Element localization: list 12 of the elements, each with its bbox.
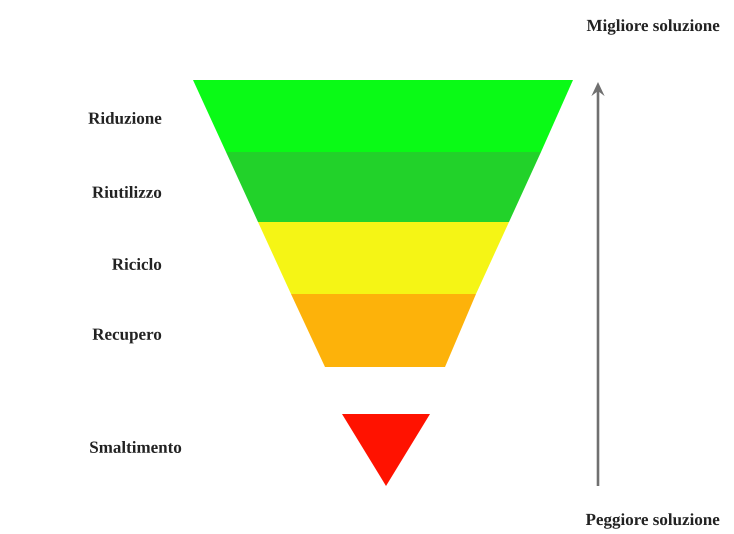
scale-label: Peggiore soluzione xyxy=(586,513,720,529)
level-label: Recupero xyxy=(92,328,162,344)
trapezoid-band xyxy=(226,152,541,222)
level-label: Riutilizzo xyxy=(92,186,162,198)
level-label: Riduzione xyxy=(88,112,162,124)
triangle-band xyxy=(342,414,430,486)
level-label: Riciclo xyxy=(112,258,162,270)
trapezoid-band xyxy=(291,294,476,367)
level-label: Smaltimento xyxy=(90,441,182,453)
trapezoid-band xyxy=(258,222,509,294)
scale-label: Migliore soluzione xyxy=(586,19,720,35)
trapezoid-band xyxy=(193,80,573,152)
